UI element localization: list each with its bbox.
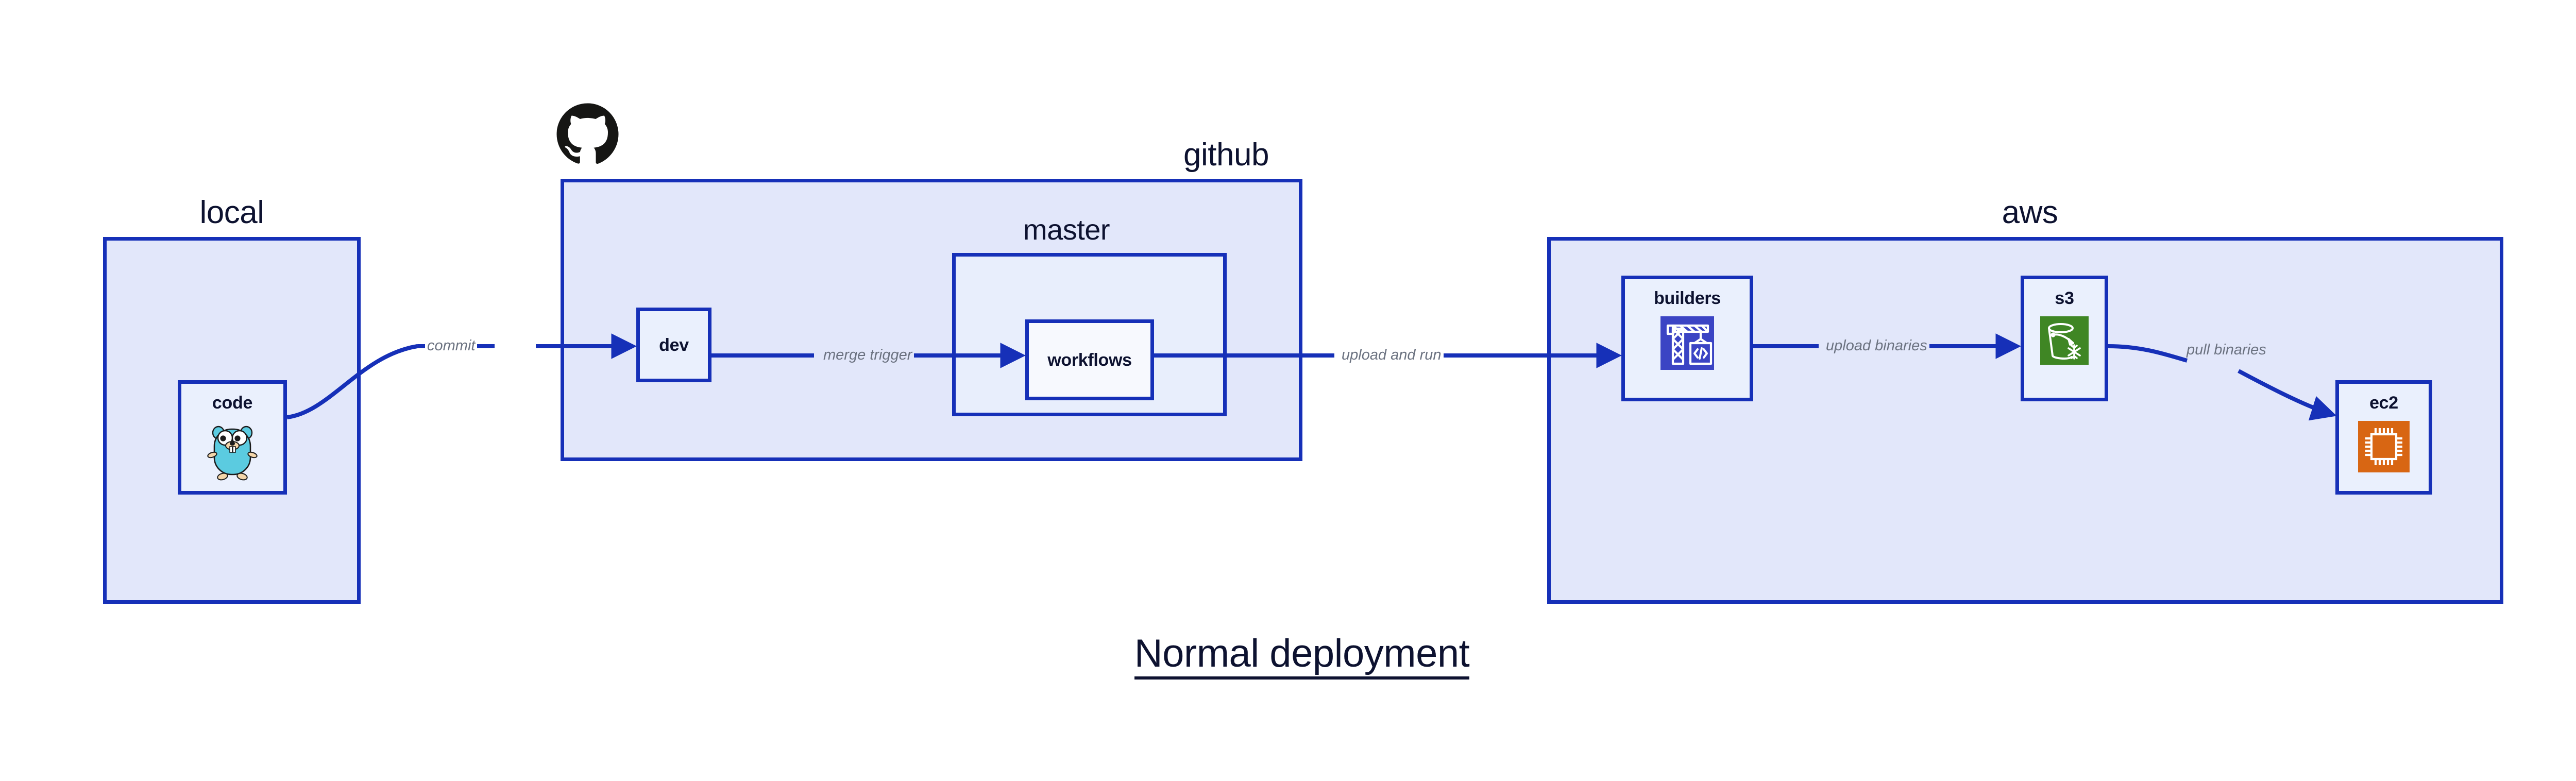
edge-label-commit: commit	[425, 338, 478, 353]
node-ec2[interactable]: ec2	[2335, 380, 2432, 495]
edge-label-upload-binaries: upload binaries	[1824, 338, 1929, 353]
node-s3[interactable]: s3	[2021, 276, 2108, 401]
group-label-aws: aws	[2002, 195, 2058, 230]
node-label-s3: s3	[2055, 288, 2074, 308]
group-label-github: github	[1183, 137, 1269, 173]
aws-s3-bucket-icon	[2040, 316, 2089, 367]
node-label-dev: dev	[659, 335, 689, 355]
node-dev[interactable]: dev	[636, 308, 711, 382]
page-title-text: Normal deployment	[1134, 632, 1470, 680]
page-title: Normal deployment	[0, 631, 2576, 680]
node-label-ec2: ec2	[2369, 393, 2398, 413]
github-octocat-logo	[555, 102, 620, 169]
edge-label-upload-and-run: upload and run	[1340, 348, 1444, 363]
node-label-workflows: workflows	[1047, 350, 1132, 370]
edge-label-pull-binaries: pull binaries	[2184, 343, 2268, 358]
aws-codebuild-icon	[1660, 316, 1714, 372]
node-workflows[interactable]: workflows	[1025, 319, 1154, 400]
node-builders[interactable]: builders	[1621, 276, 1753, 401]
edge-label-merge-trigger: merge trigger	[821, 348, 914, 363]
group-label-master: master	[1023, 213, 1110, 246]
node-label-builders: builders	[1654, 288, 1721, 308]
node-code[interactable]: code	[178, 380, 287, 495]
go-gopher-icon	[205, 421, 260, 484]
aws-ec2-chip-icon	[2358, 421, 2410, 475]
node-label-code: code	[212, 393, 253, 413]
group-label-local: local	[199, 195, 264, 230]
